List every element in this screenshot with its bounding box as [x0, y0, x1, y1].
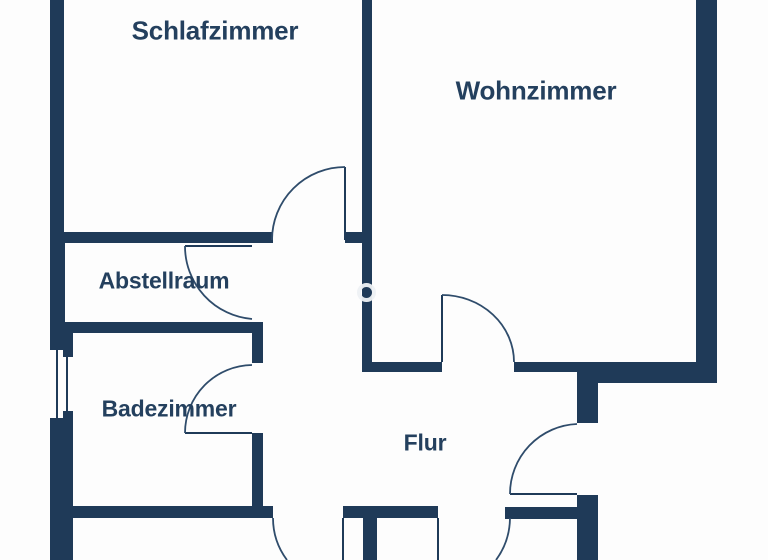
wall-left-above-window — [50, 333, 73, 350]
wall-entrance-lower — [577, 495, 598, 560]
window-line-outer — [56, 350, 58, 418]
room-label-badezimmer: Badezimmer — [101, 395, 237, 422]
wall-left-lower — [50, 418, 73, 560]
door-arc-bottom-left — [272, 517, 288, 560]
wall-wohnzimmer-bottom-right — [578, 362, 717, 383]
wall-badezimmer-right — [252, 433, 263, 518]
wall-middle-schlaf-wohn — [362, 0, 372, 372]
wall-schlafzimmer-door-stub — [345, 232, 362, 243]
wall-abstellraum-bottom — [50, 322, 263, 333]
wall-wohnzimmer-bottom-left-a — [362, 362, 442, 372]
wall-flur-bottom-right — [505, 507, 598, 519]
wall-entrance-upper — [577, 362, 598, 423]
wall-abstellraum-jamb — [252, 322, 263, 363]
door-arc-bottom-right — [495, 517, 511, 560]
window-line-inner — [66, 350, 68, 418]
room-label-schlafzimmer: Schlafzimmer — [131, 15, 299, 46]
door-leaf-schlafzimmer — [344, 167, 346, 240]
wall-right-exterior — [696, 0, 717, 383]
wall-flur-bottom-mid — [343, 506, 438, 518]
window-cap-bottom — [63, 411, 73, 418]
door-leaf-badezimmer — [185, 432, 252, 434]
door-leaf-bottom-right — [437, 518, 439, 560]
window-cap-top — [63, 350, 73, 357]
door-leaf-bottom-left — [342, 518, 344, 560]
wall-wohnzimmer-bottom-left-b — [514, 362, 578, 372]
door-leaf-abstellraum — [185, 245, 252, 247]
door-leaf-entrance — [510, 493, 577, 495]
door-arc-wohnzimmer — [441, 294, 515, 363]
door-arc-abstellraum — [184, 245, 253, 320]
wall-flur-bottom-left — [50, 506, 273, 518]
wall-below-flur-block — [363, 518, 377, 560]
wall-left-mid — [50, 232, 65, 333]
room-label-abstellraum: Abstellraum — [98, 267, 230, 294]
door-leaf-wohnzimmer — [441, 295, 443, 362]
door-arc-badezimmer — [184, 364, 253, 434]
wall-schlafzimmer-bottom — [50, 232, 273, 243]
door-arc-entrance — [509, 423, 578, 495]
room-label-flur: Flur — [403, 429, 447, 456]
room-label-wohnzimmer: Wohnzimmer — [455, 75, 617, 106]
door-arc-schlafzimmer — [271, 166, 346, 241]
wall-left-upper — [50, 0, 64, 232]
